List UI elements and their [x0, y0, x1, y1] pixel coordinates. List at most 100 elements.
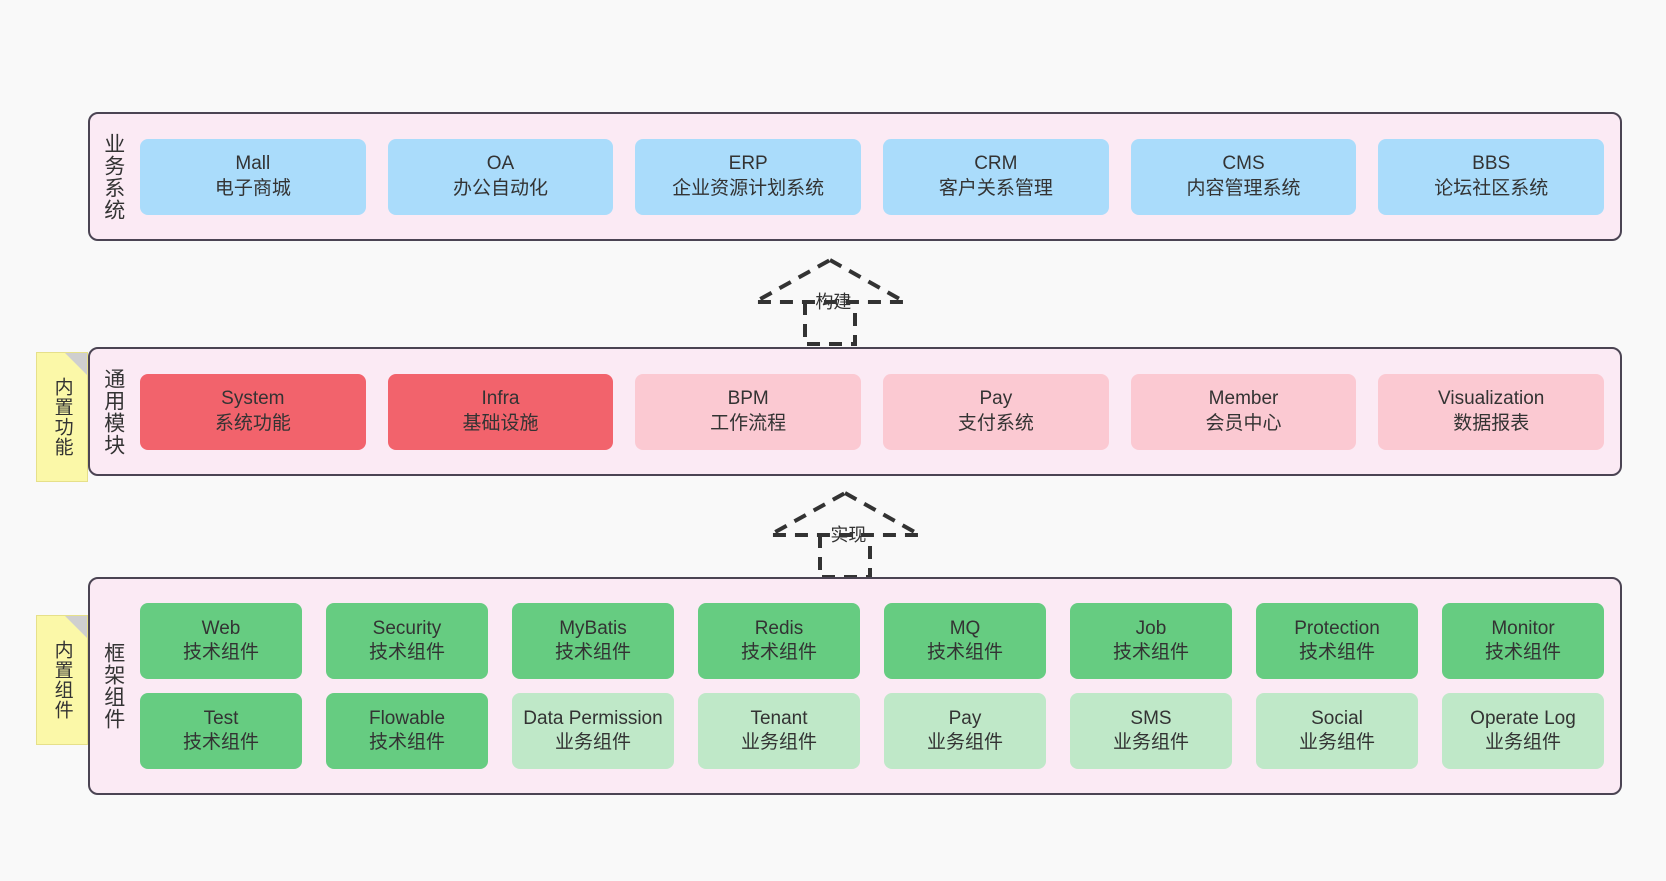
node-mall[interactable]: Mall 电子商城	[140, 138, 366, 215]
node-subtitle: 技术组件	[926, 642, 1003, 663]
node-job[interactable]: Job 技术组件	[1070, 603, 1232, 679]
node-subtitle: 技术组件	[1298, 642, 1375, 663]
node-infra[interactable]: Infra 基础设施	[387, 373, 614, 450]
sticky-note-text: 内置组件	[51, 640, 73, 720]
arrow-head-triangle	[762, 490, 928, 537]
node-title: BBS	[1472, 153, 1511, 175]
node-subtitle: 技术组件	[368, 642, 445, 663]
node-oa[interactable]: OA 办公自动化	[387, 138, 614, 215]
node-subtitle: 技术组件	[554, 642, 631, 663]
node-title: SMS	[1130, 707, 1172, 729]
node-subtitle: 业务组件	[926, 732, 1003, 753]
sticky-note-builtin-features: 内置功能	[36, 352, 88, 482]
layer-framework-components: 框架组件 Web 技术组件 Security 技术组件 MyBatis 技术组件…	[88, 577, 1622, 795]
node-subtitle: 基础设施	[462, 412, 539, 434]
layer-business-system: 业务系统 Mall 电子商城 OA 办公自动化 ERP 企业资源计划系统 CRM…	[88, 112, 1622, 241]
node-title: Operate Log	[1470, 707, 1576, 729]
node-bpm[interactable]: BPM 工作流程	[635, 373, 862, 450]
node-subtitle: 业务组件	[1484, 732, 1561, 753]
node-operate-log[interactable]: Operate Log 业务组件	[1442, 693, 1604, 769]
node-title: CMS	[1222, 153, 1265, 175]
node-sms[interactable]: SMS 业务组件	[1070, 693, 1232, 769]
node-title: Pay	[948, 707, 982, 729]
node-title: Protection	[1294, 617, 1380, 639]
node-member[interactable]: Member 会员中心	[1130, 373, 1357, 450]
page-fold-icon	[65, 616, 87, 638]
layer-general-modules: 通用模块 System 系统功能 Infra 基础设施 BPM 工作流程 Pay…	[88, 347, 1622, 476]
node-subtitle: 系统功能	[214, 412, 291, 434]
node-title: Member	[1208, 388, 1279, 410]
node-title: ERP	[728, 153, 768, 175]
node-title: System	[221, 388, 285, 410]
node-subtitle: 业务组件	[740, 732, 817, 753]
layer-modules-nodes: System 系统功能 Infra 基础设施 BPM 工作流程 Pay 支付系统…	[136, 349, 1620, 474]
node-subtitle: 技术组件	[1112, 642, 1189, 663]
layer-framework-nodes: Web 技术组件 Security 技术组件 MyBatis 技术组件 Redi…	[136, 579, 1620, 793]
node-title: Monitor	[1491, 617, 1555, 639]
node-test[interactable]: Test 技术组件	[140, 693, 302, 769]
node-subtitle: 论坛社区系统	[1434, 177, 1549, 199]
node-title: Flowable	[368, 707, 446, 729]
node-title: Redis	[754, 617, 804, 639]
node-subtitle: 企业资源计划系统	[672, 177, 825, 199]
node-subtitle: 客户关系管理	[938, 177, 1053, 199]
node-subtitle: 技术组件	[182, 732, 259, 753]
node-tenant[interactable]: Tenant 业务组件	[698, 693, 860, 769]
node-title: Social	[1311, 707, 1363, 729]
node-subtitle: 技术组件	[182, 642, 259, 663]
node-subtitle: 办公自动化	[453, 177, 549, 199]
node-subtitle: 技术组件	[740, 642, 817, 663]
node-title: Data Permission	[523, 707, 663, 729]
page-fold-icon	[65, 353, 87, 375]
layer-business-nodes: Mall 电子商城 OA 办公自动化 ERP 企业资源计划系统 CRM 客户关系…	[136, 114, 1620, 239]
node-subtitle: 内容管理系统	[1186, 177, 1301, 199]
node-system[interactable]: System 系统功能	[140, 373, 366, 450]
node-subtitle: 技术组件	[368, 732, 445, 753]
node-protection[interactable]: Protection 技术组件	[1256, 603, 1418, 679]
node-subtitle: 电子商城	[214, 177, 291, 199]
framework-grid: Web 技术组件 Security 技术组件 MyBatis 技术组件 Redi…	[140, 603, 1604, 769]
sticky-note-text: 内置功能	[51, 377, 73, 457]
node-cms[interactable]: CMS 内容管理系统	[1130, 138, 1357, 215]
arrow-build-label: 构建	[815, 292, 852, 312]
node-pay-component[interactable]: Pay 业务组件	[884, 693, 1046, 769]
node-bbs[interactable]: BBS 论坛社区系统	[1378, 138, 1605, 215]
node-title: MyBatis	[559, 617, 627, 639]
node-subtitle: 业务组件	[1298, 732, 1375, 753]
node-title: BPM	[727, 388, 769, 410]
node-mybatis[interactable]: MyBatis 技术组件	[512, 603, 674, 679]
node-erp[interactable]: ERP 企业资源计划系统	[635, 138, 862, 215]
node-title: Pay	[979, 388, 1013, 410]
node-title: Visualization	[1438, 388, 1545, 410]
node-title: Security	[372, 617, 442, 639]
node-title: Web	[201, 617, 241, 639]
node-monitor[interactable]: Monitor 技术组件	[1442, 603, 1604, 679]
node-title: MQ	[949, 617, 981, 639]
node-subtitle: 支付系统	[957, 412, 1034, 434]
node-title: Job	[1135, 617, 1167, 639]
node-social[interactable]: Social 业务组件	[1256, 693, 1418, 769]
node-mq[interactable]: MQ 技术组件	[884, 603, 1046, 679]
node-flowable[interactable]: Flowable 技术组件	[326, 693, 488, 769]
node-pay[interactable]: Pay 支付系统	[883, 373, 1109, 450]
node-redis[interactable]: Redis 技术组件	[698, 603, 860, 679]
arrow-build: 构建	[745, 256, 915, 346]
layer-framework-label: 框架组件	[101, 642, 125, 730]
node-subtitle: 业务组件	[554, 732, 631, 753]
node-visualization[interactable]: Visualization 数据报表	[1378, 373, 1605, 450]
node-security[interactable]: Security 技术组件	[326, 603, 488, 679]
node-title: Test	[203, 707, 239, 729]
node-subtitle: 数据报表	[1453, 412, 1530, 434]
sticky-note-builtin-components: 内置组件	[36, 615, 88, 745]
node-title: Tenant	[750, 707, 808, 729]
arrow-head-triangle	[747, 257, 913, 304]
arrow-implement: 实现	[760, 489, 930, 579]
arrow-shaft	[803, 302, 857, 346]
node-title: Infra	[481, 388, 520, 410]
node-data-permission[interactable]: Data Permission 业务组件	[512, 693, 674, 769]
node-crm[interactable]: CRM 客户关系管理	[883, 138, 1109, 215]
node-subtitle: 业务组件	[1112, 732, 1189, 753]
node-web[interactable]: Web 技术组件	[140, 603, 302, 679]
layer-business-label: 业务系统	[101, 132, 125, 221]
